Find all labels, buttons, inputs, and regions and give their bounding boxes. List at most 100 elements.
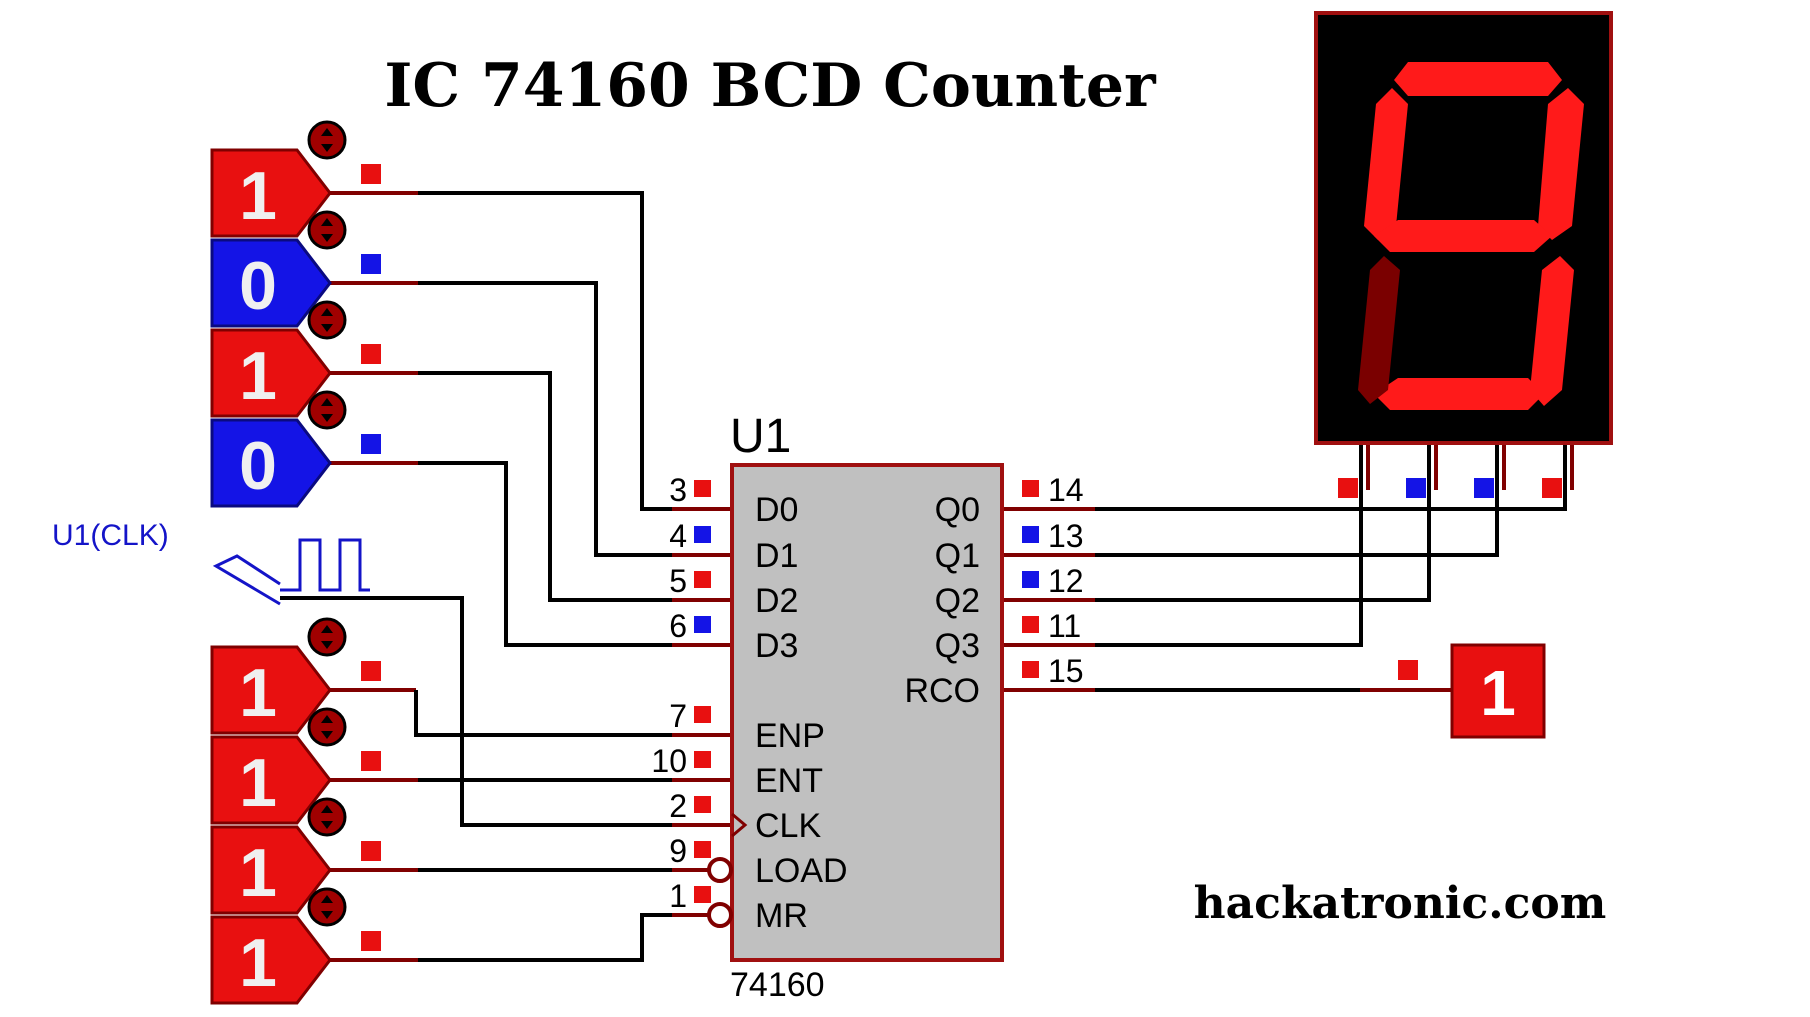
ic-pins: 3D04D15D26D37ENP10ENT2CLK9LOAD1MR14Q013Q… bbox=[651, 472, 1083, 935]
rco-probe-value: 1 bbox=[1480, 657, 1516, 729]
logic-input-value: 0 bbox=[239, 248, 277, 324]
logic-input-indicator bbox=[361, 841, 381, 861]
pin-number: 13 bbox=[1048, 518, 1084, 554]
control-input-2[interactable]: 1 bbox=[210, 797, 381, 915]
logic-input-value: 1 bbox=[239, 925, 277, 1001]
pin-state-indicator bbox=[1022, 616, 1039, 633]
logic-input-indicator bbox=[361, 254, 381, 274]
pin-state-indicator bbox=[1474, 478, 1494, 498]
pin-label: Q1 bbox=[935, 537, 980, 575]
control-input-1[interactable]: 1 bbox=[210, 707, 381, 825]
ic-74160[interactable]: U1 3D04D15D26D37ENP10ENT2CLK9LOAD1MR14Q0… bbox=[651, 410, 1083, 1004]
control-input-3[interactable]: 1 bbox=[210, 887, 381, 1005]
pin-state-indicator bbox=[1022, 526, 1039, 543]
pin-state-indicator bbox=[694, 751, 711, 768]
toggle-icon[interactable] bbox=[307, 390, 347, 430]
ic-pin-d0: 3D0 bbox=[669, 472, 798, 529]
toggle-icon[interactable] bbox=[307, 887, 347, 927]
pin-state-indicator bbox=[694, 796, 711, 813]
pin-label: CLK bbox=[755, 807, 821, 845]
inversion-bubble bbox=[707, 902, 733, 928]
inversion-bubble bbox=[707, 857, 733, 883]
control-input-0[interactable]: 1 bbox=[210, 617, 381, 735]
ic-ref: U1 bbox=[730, 410, 791, 463]
display-pin-1 bbox=[1406, 478, 1426, 498]
segment-b bbox=[1538, 88, 1584, 240]
ic-pin-d2: 5D2 bbox=[669, 563, 798, 620]
pin-number: 9 bbox=[669, 833, 687, 869]
logic-input-body bbox=[210, 825, 332, 915]
toggle-icon[interactable] bbox=[307, 707, 347, 747]
logic-input-body bbox=[210, 915, 332, 1005]
pin-label: RCO bbox=[904, 672, 980, 710]
rco-probe-indicator bbox=[1398, 660, 1418, 680]
data-input-2[interactable]: 1 bbox=[210, 300, 381, 418]
seven-segment-display bbox=[1314, 11, 1613, 498]
toggle-icon[interactable] bbox=[307, 617, 347, 657]
ic-pin-d1: 4D1 bbox=[669, 518, 798, 575]
logic-input-indicator bbox=[361, 344, 381, 364]
toggle-icon[interactable] bbox=[307, 300, 347, 340]
data-input-0[interactable]: 1 bbox=[210, 120, 381, 238]
data-input-3[interactable]: 0 bbox=[210, 390, 381, 508]
ic-pin-mr: 1MR bbox=[669, 878, 808, 935]
wire bbox=[414, 690, 672, 737]
segment-d bbox=[1374, 378, 1544, 410]
toggle-icon[interactable] bbox=[307, 120, 347, 160]
logic-input-body bbox=[210, 418, 332, 508]
pin-state-indicator bbox=[694, 616, 711, 633]
wire bbox=[1095, 443, 1499, 557]
clock-pulse-icon bbox=[280, 538, 370, 592]
toggle-icon[interactable] bbox=[307, 797, 347, 837]
wire bbox=[1095, 443, 1431, 602]
pin-state-indicator bbox=[1022, 661, 1039, 678]
pin-number: 15 bbox=[1048, 653, 1084, 689]
pin-number: 7 bbox=[669, 698, 687, 734]
logic-input-indicator bbox=[361, 751, 381, 771]
toggle-icon[interactable] bbox=[307, 210, 347, 250]
pin-number: 4 bbox=[669, 518, 687, 554]
logic-input-value: 0 bbox=[239, 428, 277, 504]
display-pin-0 bbox=[1338, 478, 1358, 498]
pin-number: 6 bbox=[669, 608, 687, 644]
ic-body bbox=[730, 463, 1004, 962]
segment-c bbox=[1530, 256, 1574, 406]
pin-label: ENT bbox=[755, 762, 823, 800]
pin-number: 1 bbox=[669, 878, 687, 914]
clock-source[interactable]: U1(CLK) bbox=[52, 519, 370, 606]
logic-input-indicator bbox=[361, 931, 381, 951]
wires bbox=[280, 191, 1574, 962]
logic-input-value: 1 bbox=[239, 338, 277, 414]
website-label: hackatronic.com bbox=[1194, 878, 1607, 929]
rco-probe-box bbox=[1450, 643, 1546, 739]
pin-state-indicator bbox=[1406, 478, 1426, 498]
wire bbox=[418, 371, 672, 602]
segment-e bbox=[1358, 256, 1400, 404]
logic-input-body bbox=[210, 328, 332, 418]
pin-number: 2 bbox=[669, 788, 687, 824]
pin-number: 10 bbox=[651, 743, 687, 779]
pin-state-indicator bbox=[694, 571, 711, 588]
logic-input-body bbox=[210, 148, 332, 238]
logic-input-body bbox=[210, 735, 332, 825]
logic-input-body bbox=[210, 645, 332, 735]
pin-number: 14 bbox=[1048, 472, 1084, 508]
pin-state-indicator bbox=[694, 526, 711, 543]
data-input-1[interactable]: 0 bbox=[210, 210, 381, 328]
rco-probe: 1 bbox=[1398, 643, 1546, 739]
pin-label: LOAD bbox=[755, 852, 848, 890]
wire bbox=[418, 461, 672, 647]
wire bbox=[1095, 443, 1567, 511]
wire bbox=[418, 281, 672, 557]
pin-label: ENP bbox=[755, 717, 825, 755]
pin-number: 12 bbox=[1048, 563, 1084, 599]
pin-number: 11 bbox=[1048, 608, 1081, 644]
pin-state-indicator bbox=[1022, 571, 1039, 588]
